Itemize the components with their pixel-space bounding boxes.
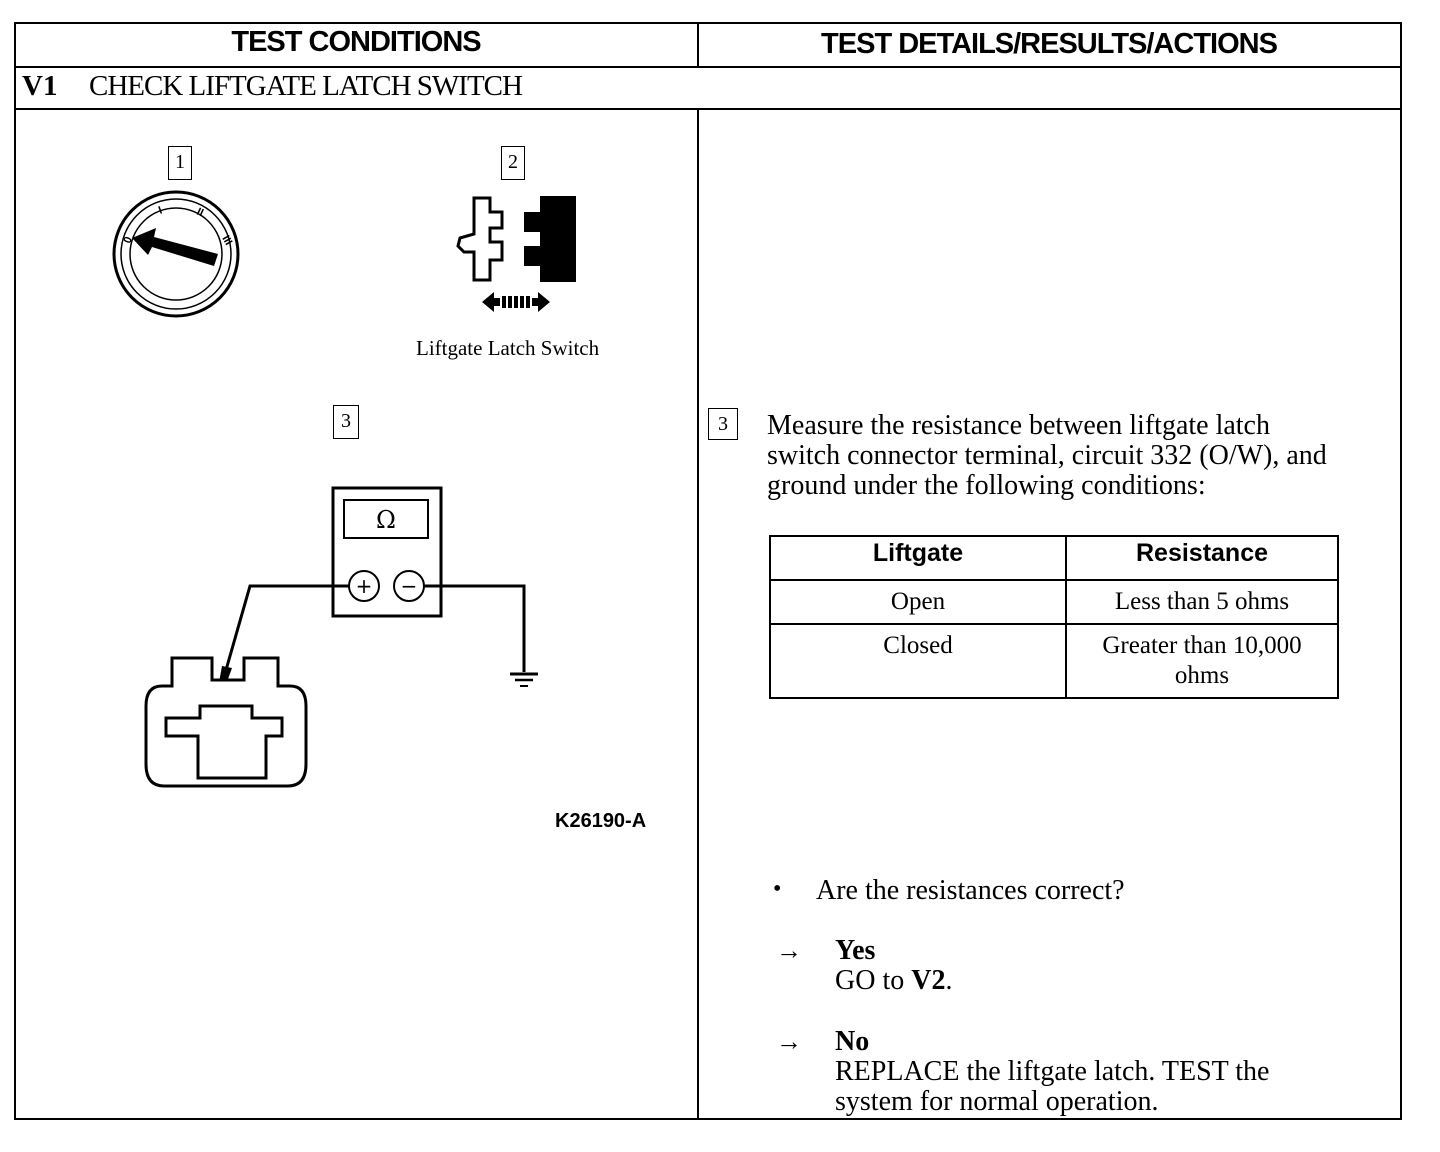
table-row: Closed Greater than 10,000 ohms: [769, 623, 1339, 699]
details-step-3-marker: 3: [708, 408, 738, 440]
cell-resistance: Less than 5 ohms: [1065, 579, 1339, 625]
section-divider: [16, 108, 1400, 110]
ohmmeter-measurement-diagram: Ω + −: [144, 486, 538, 788]
yes-arrow-icon: →: [776, 936, 802, 965]
section-code: V1: [22, 70, 58, 102]
latch-switch-connector-icon: [456, 196, 576, 312]
question-text: Are the resistances correct?: [816, 875, 1125, 906]
minus-terminal-symbol: −: [401, 574, 418, 598]
ignition-mark-run: II: [195, 206, 206, 219]
header-test-conditions: TEST CONDITIONS: [231, 26, 481, 58]
instruction-line: switch connector terminal, circuit 332 (…: [767, 440, 1327, 471]
no-action: REPLACE the liftgate latch. TEST the sys…: [835, 1057, 1395, 1117]
ignition-mark-off: 0: [122, 235, 135, 245]
no-arrow-icon: →: [776, 1027, 802, 1056]
ohm-symbol: Ω: [376, 506, 396, 534]
cell-resistance: Greater than 10,000 ohms: [1065, 623, 1339, 699]
figure-id: K26190-A: [555, 810, 647, 832]
header-column-divider: [697, 24, 699, 66]
question-bullet: •: [773, 876, 782, 902]
cell-liftgate: Open: [769, 579, 1067, 625]
step-1-marker: 1: [168, 146, 192, 180]
yes-action-suffix: .: [945, 965, 953, 996]
section-title: CHECK LIFTGATE LATCH SWITCH: [89, 70, 523, 102]
measurement-instruction: Measure the resistance between liftgate …: [767, 411, 1397, 501]
cell-liftgate: Closed: [769, 623, 1067, 699]
yes-action-target: V2: [911, 965, 946, 996]
body-column-divider: [697, 108, 699, 1118]
step-2-marker: 2: [501, 146, 525, 180]
ignition-switch-icon: 0 I II III: [112, 190, 240, 318]
no-action-line: REPLACE the liftgate latch. TEST the: [835, 1056, 1270, 1087]
header-divider: [16, 66, 1400, 68]
latch-switch-caption: Liftgate Latch Switch: [416, 336, 600, 360]
column-header-liftgate: Liftgate: [769, 535, 1067, 581]
column-header-resistance: Resistance: [1065, 535, 1339, 581]
ignition-mark-acc: I: [157, 204, 164, 216]
procedure-frame: [14, 22, 1402, 1120]
yes-label: Yes: [835, 935, 876, 966]
header-test-details: TEST DETAILS/RESULTS/ACTIONS: [821, 28, 1278, 60]
resistance-table: Liftgate Resistance Open Less than 5 ohm…: [769, 535, 1339, 699]
step-3-marker: 3: [333, 405, 359, 439]
table-header-row: Liftgate Resistance: [769, 535, 1339, 581]
no-action-line: system for normal operation.: [835, 1086, 1159, 1117]
yes-action: GO to V2.: [835, 966, 952, 996]
yes-action-prefix: GO to: [835, 965, 912, 996]
instruction-line: Measure the resistance between liftgate …: [767, 410, 1270, 441]
instruction-line: ground under the following conditions:: [767, 470, 1206, 501]
table-row: Open Less than 5 ohms: [769, 579, 1339, 625]
plus-terminal-symbol: +: [356, 574, 373, 598]
no-label: No: [835, 1026, 870, 1057]
